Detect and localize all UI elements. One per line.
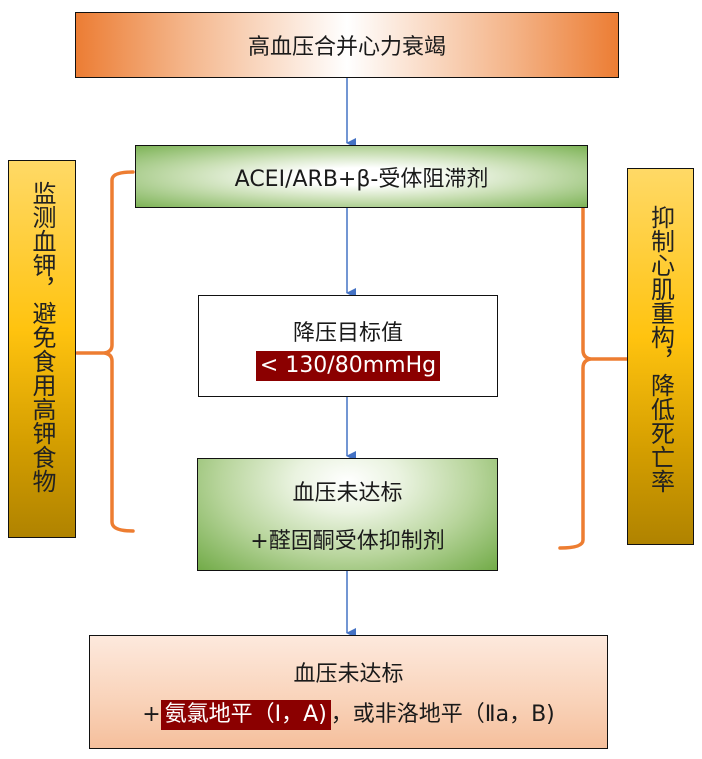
title-box: 高血压合并心力衰竭 — [75, 12, 619, 78]
step3-action: +氨氯地平（Ⅰ，A)，或非洛地平（Ⅱa，B) — [142, 696, 555, 730]
left-brace — [75, 170, 135, 533]
right-note-text: 抑制心肌重构，降低死亡率 — [646, 205, 675, 493]
step3-action-rest: ，或非洛地平（Ⅱa，B) — [330, 702, 555, 727]
target-value-highlight: < 130/80mmHg — [255, 350, 441, 381]
target-label: 降压目标值 — [292, 320, 403, 346]
step2-condition: 血压未达标 — [292, 480, 403, 506]
right-note-box: 抑制心肌重构，降低死亡率 — [627, 168, 694, 545]
title-box-text: 高血压合并心力衰竭 — [247, 35, 446, 60]
step1-text: ACEI/ARB+β-受体阻滞剂 — [234, 166, 489, 192]
right-brace — [558, 170, 629, 550]
step1-box: ACEI/ARB+β-受体阻滞剂 — [135, 145, 588, 208]
step2-action: +醛固酮受体抑制剂 — [250, 528, 445, 554]
step3-action-prefix: + — [142, 702, 161, 727]
target-box: 降压目标值 < 130/80mmHg — [198, 295, 498, 397]
step3-action-highlight: 氨氯地平（Ⅰ，A) — [160, 700, 331, 730]
step3-condition: 血压未达标 — [293, 662, 404, 687]
left-note-box: 监测血钾，避免食用高钾食物 — [8, 160, 76, 538]
left-note-text: 监测血钾，避免食用高钾食物 — [28, 181, 56, 493]
step2-box: 血压未达标 +醛固酮受体抑制剂 — [197, 458, 498, 571]
step3-box: 血压未达标 +氨氯地平（Ⅰ，A)，或非洛地平（Ⅱa，B) — [89, 635, 608, 749]
